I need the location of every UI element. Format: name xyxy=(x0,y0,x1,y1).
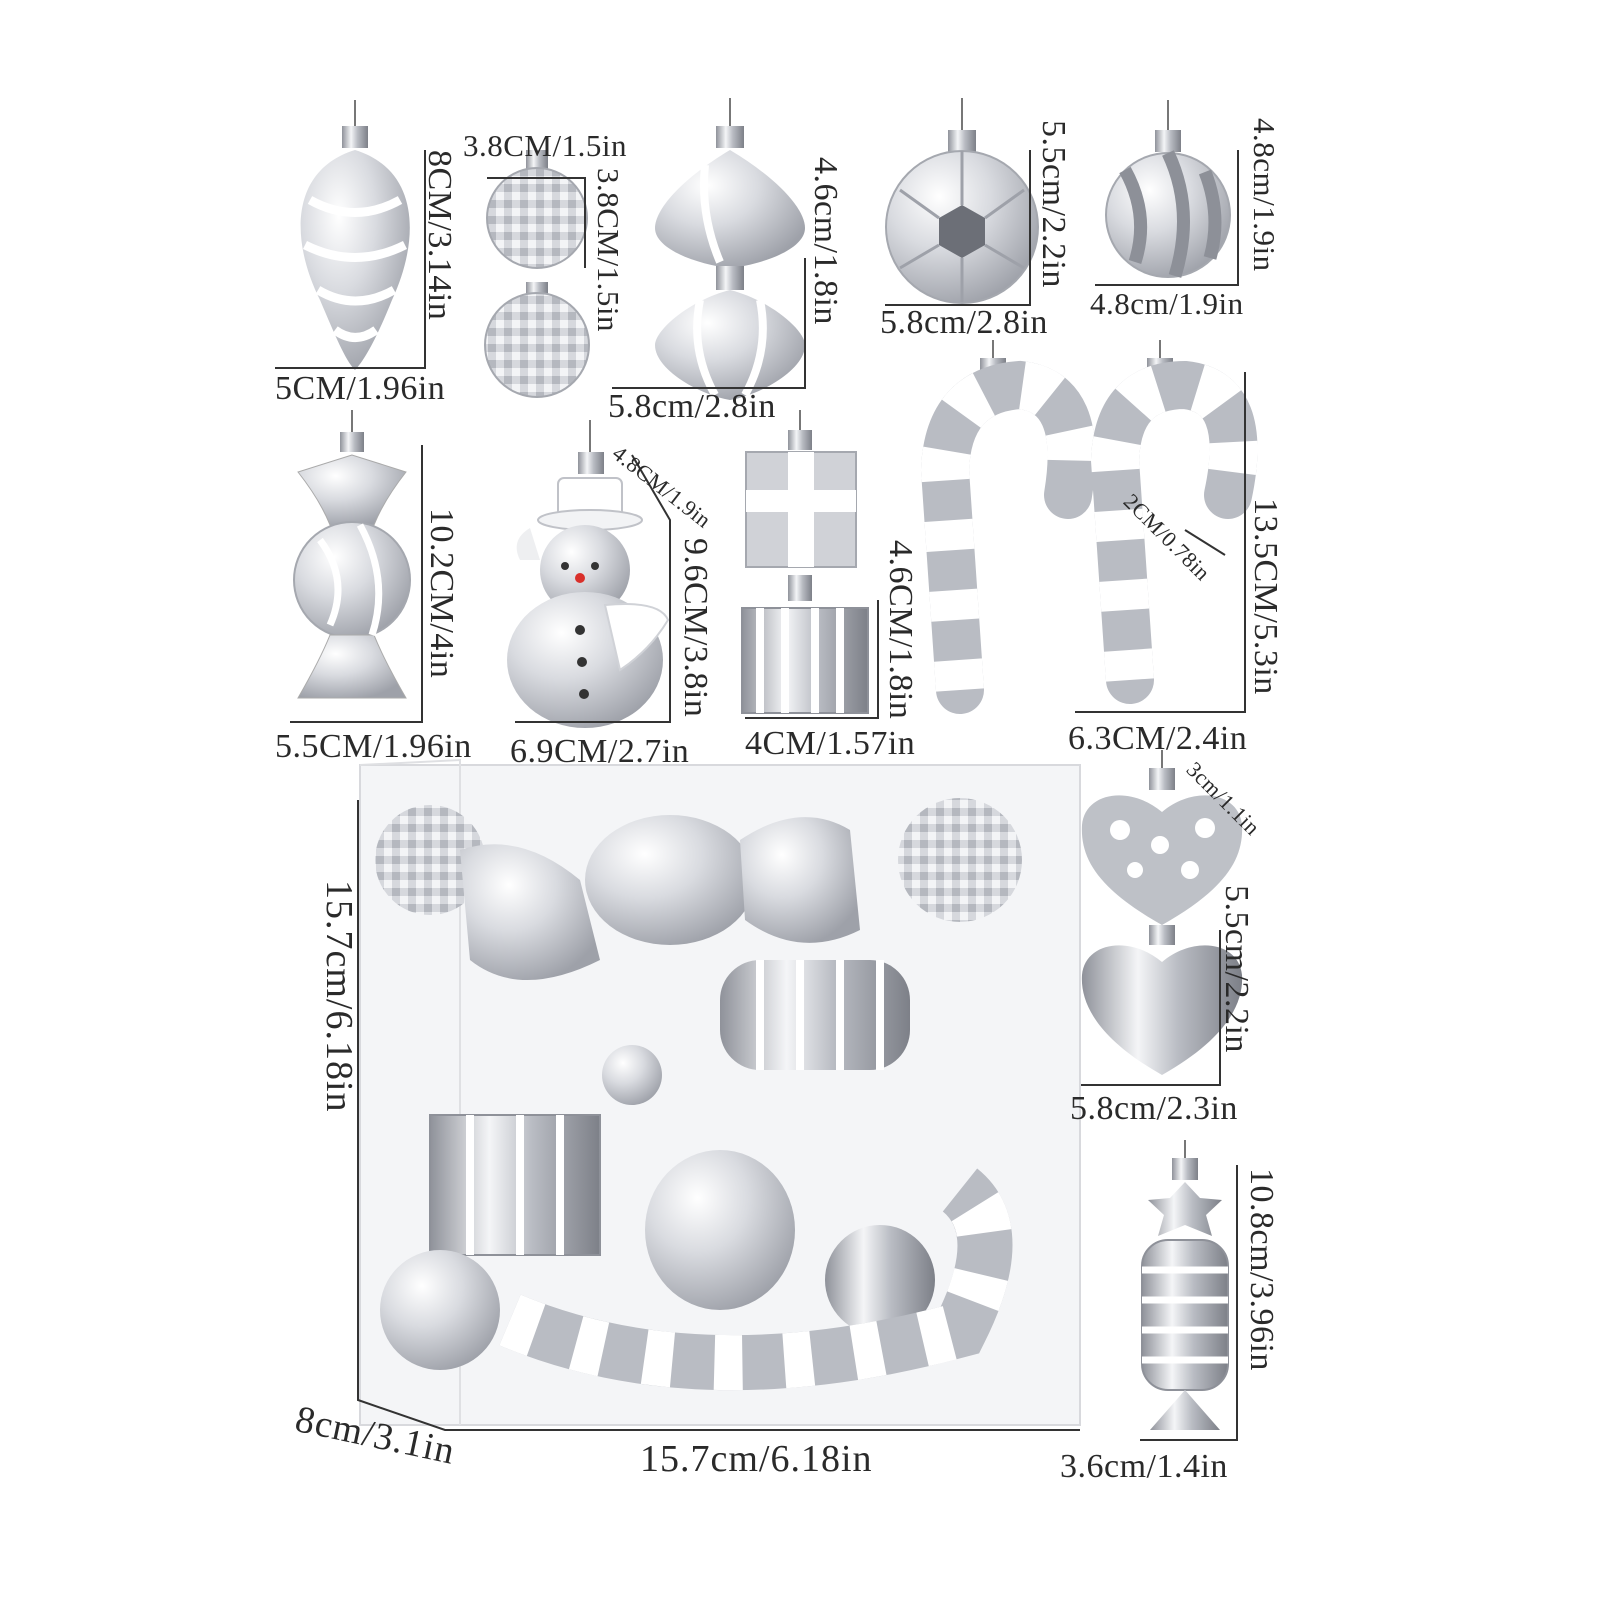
disco-height-label: 3.8CM/1.5in xyxy=(591,168,626,332)
snowman-dimension-lines xyxy=(515,454,671,723)
disco-dimension-lines xyxy=(487,177,586,268)
gift-height-label: 4.6CM/1.8in xyxy=(882,540,919,720)
pinecone-dimension-lines xyxy=(275,150,426,369)
candy-dimension-lines xyxy=(290,445,423,723)
striped-ball-ornament xyxy=(1105,100,1231,278)
candy-width-label: 5.5CM/1.96in xyxy=(275,728,472,765)
heart-ornaments xyxy=(1081,750,1243,1075)
bottle-candy-ornament xyxy=(1141,1140,1229,1430)
packaging-box xyxy=(359,758,1081,1426)
striped-dimension-lines xyxy=(1095,150,1239,286)
cane-dimension-lines xyxy=(1075,372,1246,713)
onion-dimension-lines xyxy=(612,258,806,389)
facet-width-label: 5.8cm/2.8in xyxy=(880,304,1048,341)
gift-dimension-lines xyxy=(745,600,879,719)
onion-drop-ornament xyxy=(655,98,805,400)
faceted-dimension-lines xyxy=(885,150,1031,306)
disco-ball-ornaments xyxy=(484,150,590,398)
pinecone-width-label: 5CM/1.96in xyxy=(275,370,446,407)
facet-height-label: 5.5cm/2.2in xyxy=(1035,120,1072,288)
cane-width-label: 6.3CM/2.4in xyxy=(1068,720,1248,757)
candy-height-label: 10.2CM/4in xyxy=(423,508,460,679)
sweet-width-label: 3.6cm/1.4in xyxy=(1060,1448,1228,1485)
gift-box-ornaments xyxy=(741,410,869,714)
sweet-dimension-lines xyxy=(1140,1165,1238,1441)
box-height-label: 15.7cm/6.18in xyxy=(318,880,360,1113)
snowman-width-label: 6.9CM/2.7in xyxy=(510,733,690,770)
snowman-ornament xyxy=(507,420,670,728)
sweet-height-label: 10.8cm/3.96in xyxy=(1243,1168,1280,1371)
cane-height-label: 13.5CM/5.3in xyxy=(1247,498,1284,695)
heart-dimension-lines xyxy=(1078,930,1221,1086)
onion-height-label: 4.6cm/1.8in xyxy=(807,157,844,325)
heart-height-label: 5.5cm/2.2in xyxy=(1218,885,1255,1053)
stripe-height-label: 4.8cm/1.9in xyxy=(1247,118,1282,272)
onion-width-label: 5.8cm/2.8in xyxy=(608,388,776,425)
snowman-height-label: 9.6CM/3.8in xyxy=(677,538,714,718)
box-width-label: 15.7cm/6.18in xyxy=(640,1438,873,1480)
pinecone-height-label: 8CM/3.14in xyxy=(421,150,458,321)
faceted-ball-ornament xyxy=(885,98,1039,304)
pinecone-ornament xyxy=(300,100,410,370)
disco-width-label: 3.8CM/1.5in xyxy=(463,128,627,163)
box-dimension-lines xyxy=(357,800,1080,1431)
candy-cane-ornaments xyxy=(920,340,1258,714)
stripe-width-label: 4.8cm/1.9in xyxy=(1090,286,1244,321)
gift-width-label: 4CM/1.57in xyxy=(745,725,916,762)
wrapped-candy-ornament xyxy=(293,410,411,699)
heart-width-label: 5.8cm/2.3in xyxy=(1070,1090,1238,1127)
